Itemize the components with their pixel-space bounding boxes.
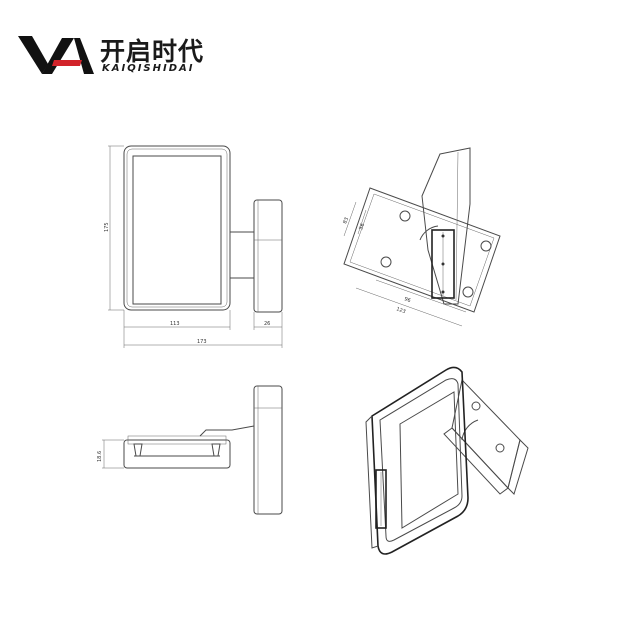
dim-mount-d-label: 123 [395,306,406,315]
dim-mount-a-label: 83 [342,217,350,225]
mount-clip [431,229,455,299]
dim-mount-d-line [355,287,463,327]
front-bezel [126,148,228,308]
iso-display-screen [399,391,459,529]
dim-mount-b-label: 56 [358,223,366,231]
mount-clip-screw-3 [441,290,445,294]
bottom-wall-plate [253,385,283,515]
brand-name-english: KAIQISHIDAI [102,63,195,74]
mount-hole-3 [480,240,492,252]
isometric-view [365,366,529,555]
mount-bracket-inner [349,193,495,307]
mount-display-profile [421,147,471,305]
logo-a-right-stroke [74,38,94,74]
bottom-arm [199,425,255,437]
logo-a-left-stroke [42,38,74,74]
brand-logo: 开启时代 KAIQISHIDAI [16,30,236,80]
mount-display-edge [455,151,459,301]
iso-pivot-arc [461,419,479,441]
front-view: 175 113 26 173 [104,145,283,348]
mount-view: 83 56 96 123 [342,147,501,327]
dim-depth-label: 26 [264,321,270,327]
iso-bracket-hole-2 [495,443,505,453]
dim-total-label: 173 [197,339,207,345]
front-housing [123,145,231,311]
front-arm [229,231,255,279]
bottom-view: 18.6 [97,385,283,515]
iso-display-bezel [379,378,463,542]
bottom-top-lip [127,435,227,445]
iso-display-side [365,415,379,549]
front-screen [132,155,222,305]
mount-clip-screw-2 [441,262,445,266]
dim-height-label: 175 [104,222,110,232]
dim-width-label: 113 [170,321,180,327]
logo-v-stroke [18,36,48,74]
mount-clip-screw-1 [441,234,445,238]
dim-mount-a-line [343,201,357,237]
iso-bracket-top [451,378,521,490]
bottom-foot-left [133,443,143,457]
va-logo-icon [18,36,94,74]
iso-display-outer [371,366,469,555]
dim-mount-b-line [357,209,367,235]
iso-bracket-front [443,427,509,495]
mount-hole-4 [462,286,474,298]
dim-thickness-label: 18.6 [97,451,103,462]
iso-bracket-hole-1 [471,401,481,411]
dim-mount-c-label: 96 [403,296,411,304]
bottom-foot-right [211,443,221,457]
mount-bracket-plate [343,187,501,313]
mount-hole-1 [399,210,411,222]
iso-side-clip [375,469,387,529]
mount-pivot-arc [419,225,439,241]
logo-accent-bar [52,60,82,66]
bottom-housing [123,439,231,469]
iso-bracket-side [507,439,529,495]
brand-name-chinese: 开启时代 [100,37,205,66]
dim-mount-c-line [375,279,467,313]
mount-hole-2 [380,256,392,268]
front-wall-plate [253,199,283,313]
